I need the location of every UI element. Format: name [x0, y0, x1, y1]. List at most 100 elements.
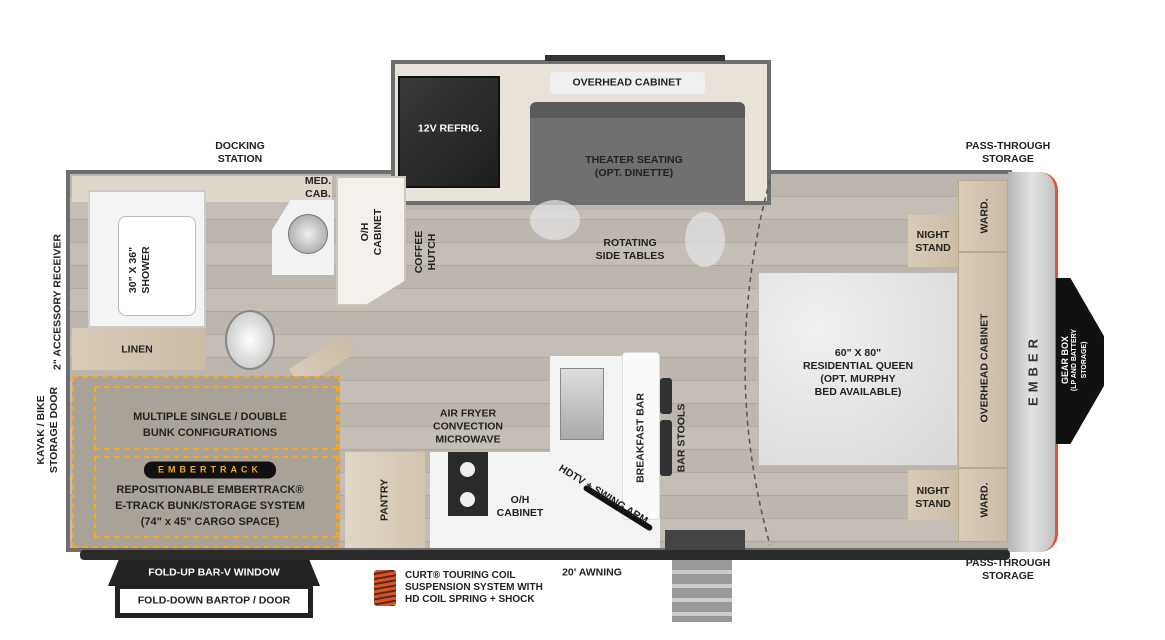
theater-seating	[530, 102, 745, 206]
fold-down-bartop	[115, 584, 313, 618]
refrigerator-label: 12V REFRIG.	[417, 122, 483, 135]
suspension-line: SUSPENSION SYSTEM WITH	[405, 582, 543, 593]
night-stand-top	[908, 215, 958, 267]
side-table-right	[685, 212, 725, 267]
night-stand-line: NIGHT	[916, 485, 950, 497]
queen-bed	[758, 272, 958, 466]
med-cab-line: MED.	[304, 175, 332, 187]
pass-through-line: STORAGE	[982, 153, 1034, 165]
refrigerator	[398, 76, 500, 188]
oh-cabinet-line: CABINET	[496, 507, 544, 519]
linen-label: LINEN	[121, 343, 153, 356]
pantry-label: PANTRY	[378, 479, 391, 521]
docking-line: STATION	[217, 153, 263, 165]
wardrobe-label: WARD.	[978, 198, 991, 234]
overhead-cabinet-top	[550, 72, 705, 94]
night-stand-bottom	[908, 470, 958, 520]
night-stand-line: STAND	[915, 242, 951, 254]
shower-label: 30" X 36"SHOWER	[127, 246, 153, 293]
embertrack-line: REPOSITIONABLE EMBERTRACK®	[116, 484, 304, 496]
rotating-tables-line: SIDE TABLES	[595, 250, 665, 262]
bunk-label: MULTIPLE SINGLE / DOUBLE BUNK CONFIGURATI…	[133, 409, 287, 441]
wardrobe-label: WARD.	[978, 482, 991, 518]
burner-icon	[460, 462, 475, 477]
gear-box-line: (LP AND BATTERY	[1071, 328, 1078, 392]
shower-pan	[118, 216, 196, 316]
pass-through-line: PASS-THROUGH	[965, 140, 1051, 152]
fold-down-bartop-label: FOLD-DOWN BARTOP / DOOR	[137, 594, 291, 607]
kitchen-sink-icon	[560, 368, 604, 440]
embertrack-line: (74" x 45" CARGO SPACE)	[140, 516, 280, 528]
awning-rail	[80, 550, 1010, 560]
bar-stools-label: BAR STOOLS	[675, 403, 688, 473]
bunk-upper-outline	[94, 386, 338, 450]
accessory-receiver-label: 2" ACCESSORY RECEIVER	[51, 234, 64, 370]
bed-line: (OPT. MURPHY	[820, 373, 896, 385]
kayak-line: STORAGE DOOR	[48, 386, 60, 474]
entry-door[interactable]	[665, 530, 745, 550]
theater-seating-line: THEATER SEATING	[585, 154, 683, 166]
toilet-icon	[225, 310, 275, 370]
night-stand-line: NIGHT	[916, 229, 950, 241]
kayak-line: KAYAK / BIKE	[35, 395, 47, 465]
breakfast-bar	[622, 352, 660, 520]
overhead-cabinet-front-label: OVERHEAD CABINET	[978, 313, 991, 423]
coffee-hutch-line: HUTCH	[426, 233, 438, 271]
bar-stool[interactable]	[660, 378, 672, 414]
bed-line: BED AVAILABLE)	[814, 386, 902, 398]
microwave-line: MICROWAVE	[435, 433, 501, 446]
embertrack-badge: EMBERTRACK	[144, 461, 276, 479]
wardrobe-top[interactable]	[958, 180, 1008, 252]
bed-line: RESIDENTIAL QUEEN	[802, 360, 914, 372]
oh-cabinet-line: CABINET	[372, 208, 384, 256]
night-stand-line: STAND	[915, 498, 951, 510]
linen-cabinet	[72, 328, 206, 370]
wardrobe-bottom[interactable]	[958, 468, 1008, 542]
suspension-line: HD COIL SPRING + SHOCK	[405, 594, 535, 605]
overhead-cabinet-front[interactable]	[958, 252, 1008, 468]
fold-up-window	[108, 560, 320, 586]
sink-icon	[288, 214, 328, 254]
slide-floor	[395, 205, 767, 210]
theater-seating-label: THEATER SEATING(OPT. DINETTE)	[585, 154, 683, 180]
bar-stool[interactable]	[660, 420, 672, 476]
shower-line: SHOWER	[140, 246, 152, 294]
oh-cabinet-line: O/H	[359, 222, 371, 242]
rotating-tables-line: ROTATING	[603, 237, 657, 249]
fold-up-window-label: FOLD-UP BAR-V WINDOW	[148, 566, 280, 579]
side-table-left	[530, 200, 580, 240]
coil-spring-icon	[374, 570, 396, 606]
entry-steps	[672, 560, 732, 622]
burner-icon	[460, 492, 475, 507]
microwave-line: AIR FRYER	[439, 407, 497, 420]
pass-through-line: PASS-THROUGH	[965, 557, 1051, 569]
oh-cabinet-line: O/H	[510, 494, 530, 506]
breakfast-bar-label: BREAKFAST BAR	[634, 393, 647, 483]
shower-line: 30" X 36"	[127, 246, 139, 294]
med-cab-label: MED.CAB.	[305, 175, 331, 201]
gear-box-line: STORAGE)	[1081, 341, 1088, 379]
microwave-line: CONVECTION	[432, 420, 504, 433]
pass-through-line: STORAGE	[982, 570, 1034, 582]
bunk-lower-outline	[94, 456, 338, 538]
docking-line: DOCKING	[215, 140, 265, 152]
gear-box-line: GEAR BOX	[1060, 335, 1070, 385]
coffee-hutch-line: COFFEE	[413, 230, 425, 274]
bunk-line: BUNK CONFIGURATIONS	[142, 427, 278, 439]
bunk-line: MULTIPLE SINGLE / DOUBLE	[133, 411, 287, 423]
ember-logo: EMBER	[1025, 334, 1041, 406]
pantry	[345, 452, 425, 548]
